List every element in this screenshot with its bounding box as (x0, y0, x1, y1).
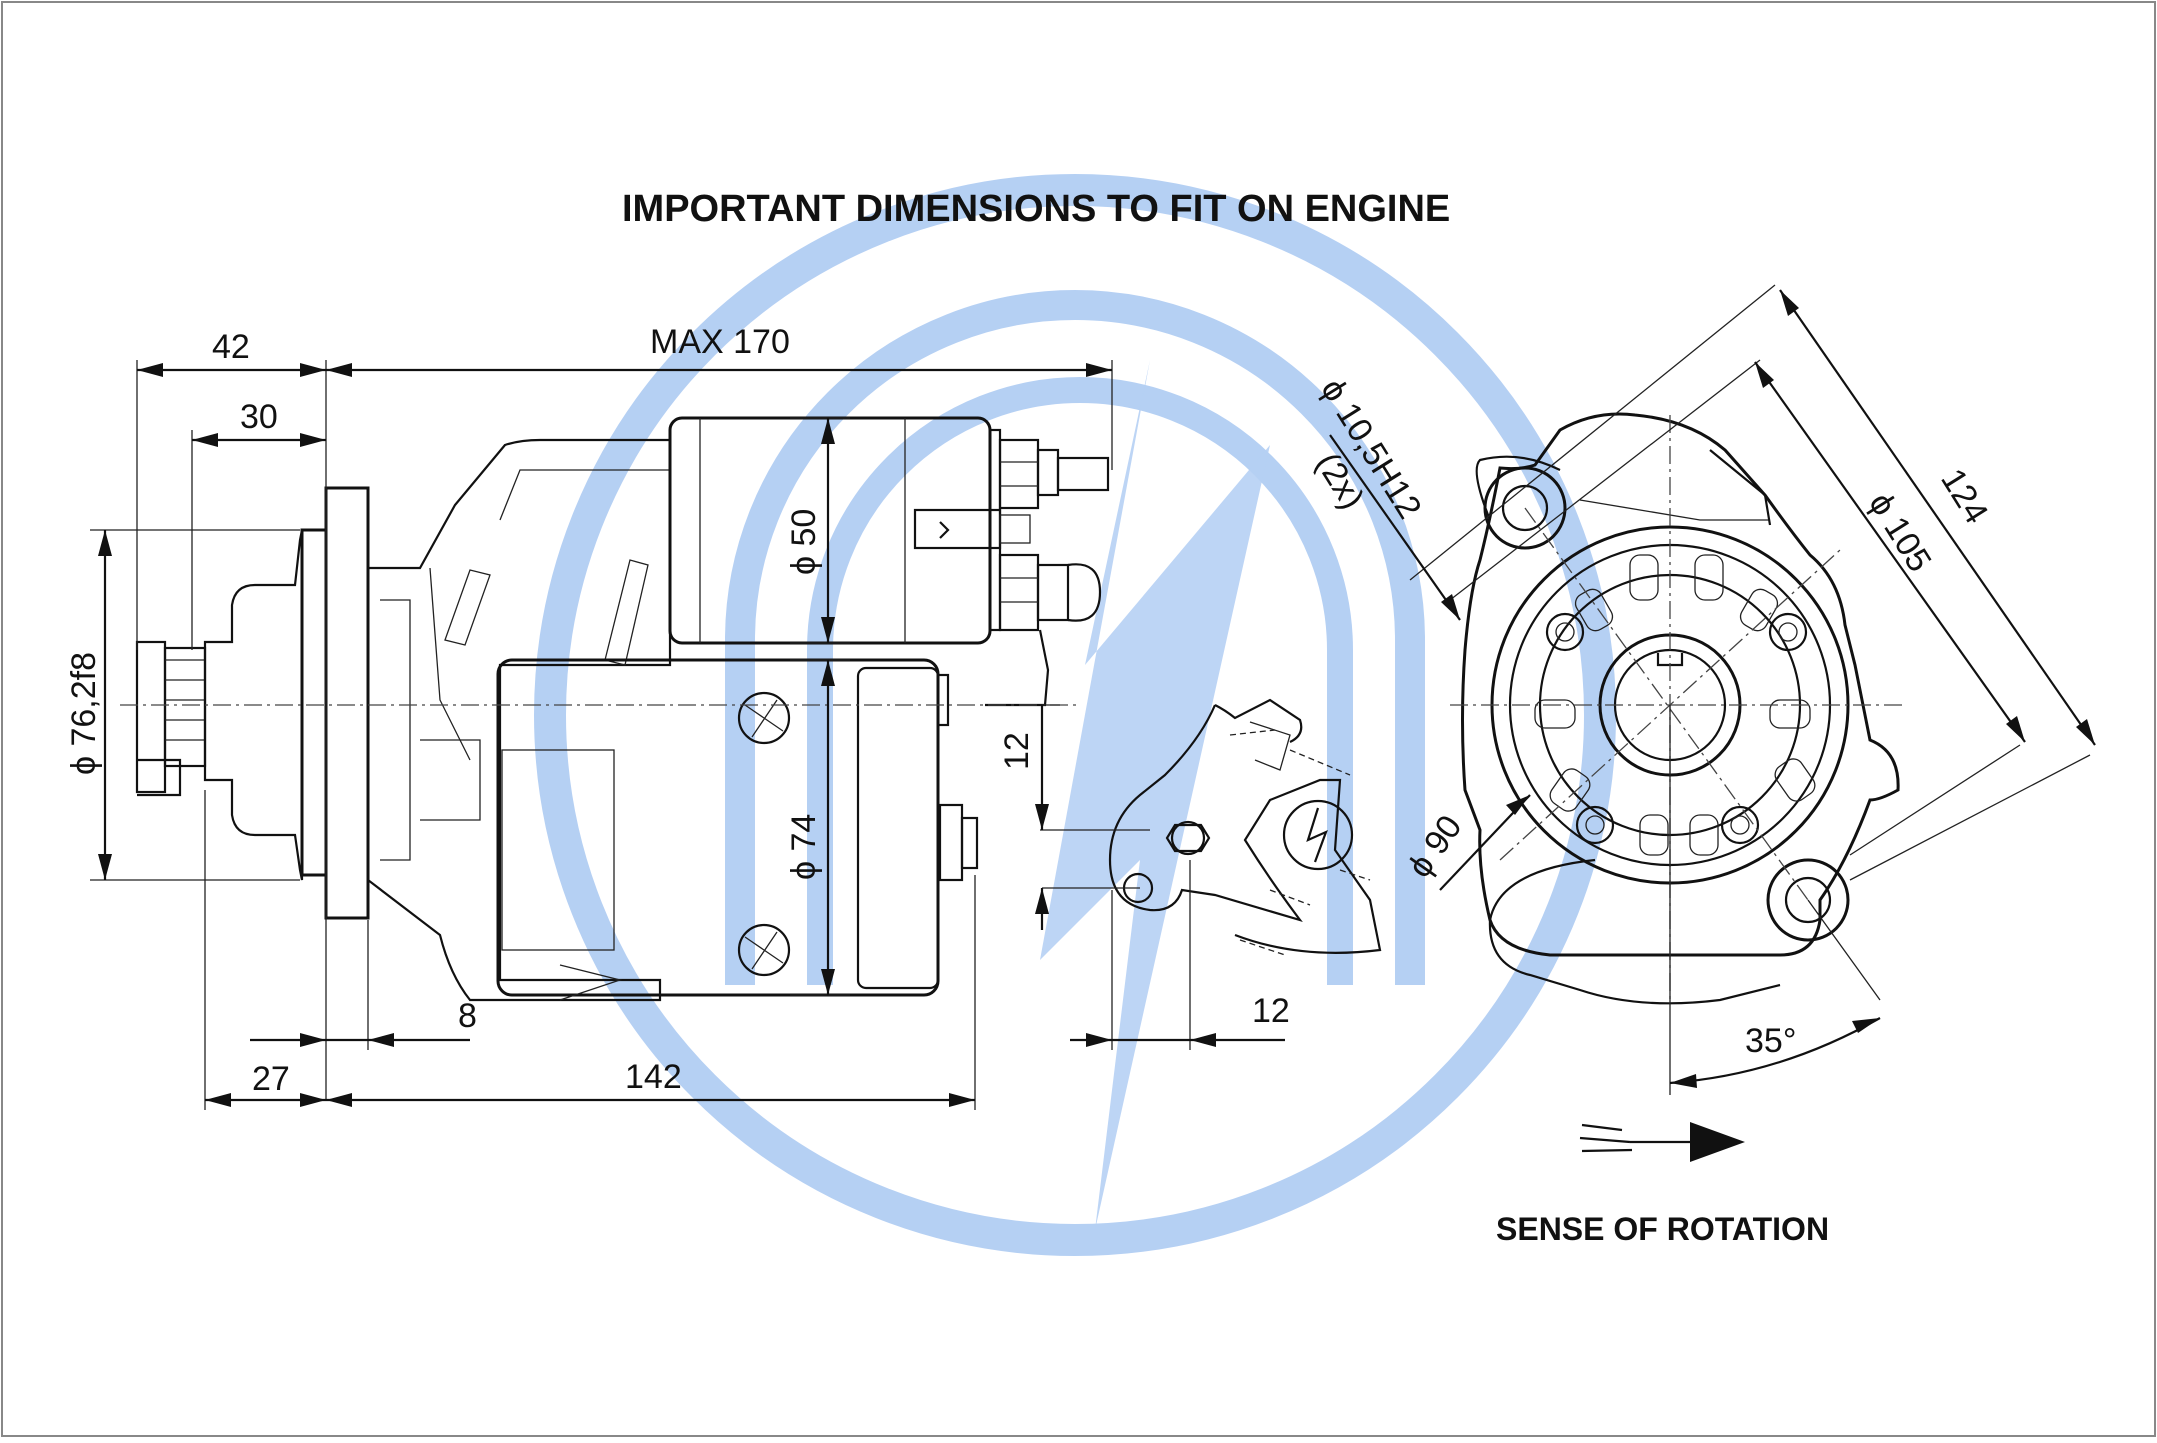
dim-phi-76-2f8: ϕ 76,2f8 (65, 652, 103, 775)
dim-max-170: MAX 170 (650, 323, 790, 361)
dimension-lines (90, 284, 2096, 1110)
dim-phi-50: ϕ 50 (785, 509, 823, 575)
rotation-arrow-lines (1579, 1123, 1700, 1153)
mounting-flange-outline (1461, 412, 1900, 957)
field-connector (985, 629, 1050, 707)
terminal-eyelet (1067, 563, 1102, 622)
mounting-hole-upper (1483, 466, 1567, 550)
bracket-logo-mark (1282, 799, 1354, 871)
rotation-arrow-icon (1690, 1122, 1745, 1162)
commutator-end-cap (856, 666, 940, 990)
screw-bottom (737, 923, 791, 977)
dim-12-vertical: 12 (998, 732, 1036, 770)
bracket-nut (1170, 820, 1206, 856)
dim-42: 42 (212, 328, 250, 366)
dim-30: 30 (240, 398, 278, 436)
housing-lower-body (1488, 858, 1781, 1005)
dim-35-deg: 35° (1745, 1022, 1796, 1060)
screw-top (737, 691, 791, 745)
dim-142: 142 (625, 1058, 682, 1096)
sense-of-rotation-label: SENSE OF ROTATION (1496, 1211, 1829, 1247)
dim-27: 27 (252, 1060, 290, 1098)
dim-8: 8 (458, 997, 477, 1035)
screw-hole-3 (1575, 805, 1615, 845)
mounting-hole-lower (1766, 858, 1850, 942)
rotation-indicator: SENSE OF ROTATION (1496, 1122, 1829, 1247)
terminal-stud-upper (1056, 456, 1110, 492)
screw-hole-1 (1545, 612, 1585, 652)
rear-bracket-detail (1108, 698, 1382, 956)
drive-housing (366, 438, 672, 1002)
dim-phi-74: ϕ 74 (785, 814, 823, 880)
drawing-title: IMPORTANT DIMENSIONS TO FIT ON ENGINE (622, 188, 1450, 230)
drive-nose (203, 529, 304, 881)
cooling-slots (1534, 554, 1816, 856)
dim-12-horizontal: 12 (1252, 992, 1290, 1030)
screw-hole-4 (1720, 805, 1760, 845)
screw-hole-2 (1768, 612, 1808, 652)
